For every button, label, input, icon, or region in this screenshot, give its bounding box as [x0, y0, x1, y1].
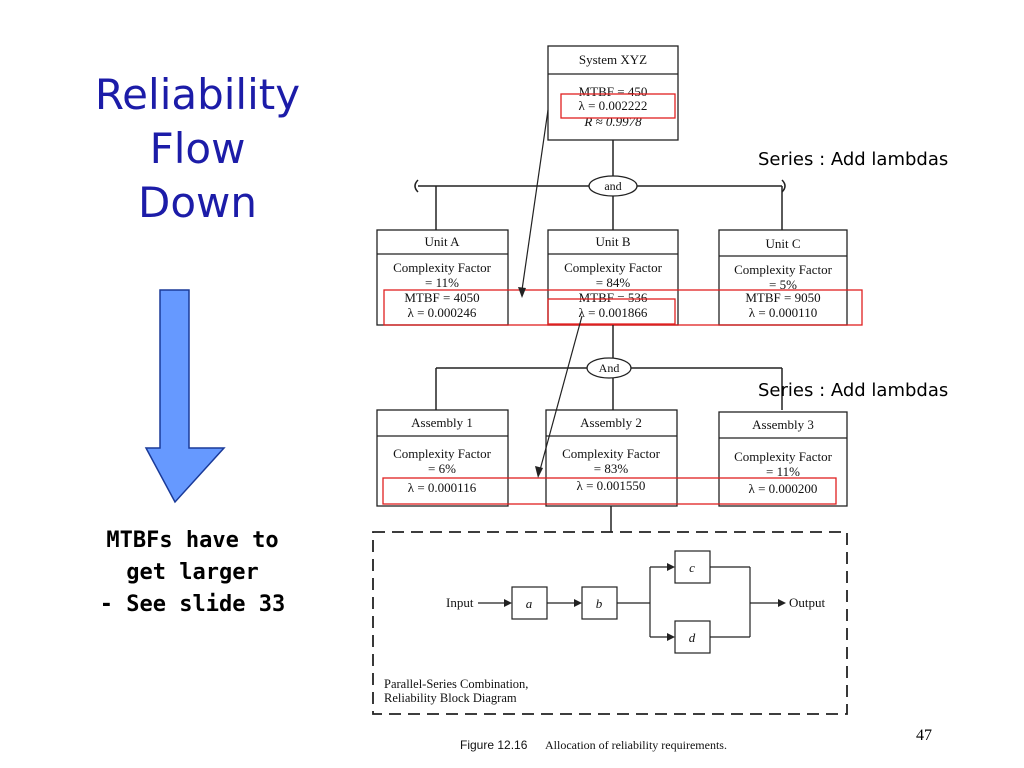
assembly-2-name: Assembly 2	[580, 415, 642, 430]
assembly-3-name: Assembly 3	[752, 417, 814, 432]
assembly-3-cf-value: = 11%	[766, 464, 800, 479]
block-c-label: c	[689, 560, 695, 575]
unit-b-cf: Complexity Factor	[564, 260, 663, 275]
unit-a-mtbf: MTBF = 4050	[404, 290, 479, 305]
unit-a-cf: Complexity Factor	[393, 260, 492, 275]
note-line: - See slide 33	[99, 592, 286, 617]
and-label-2: And	[599, 361, 620, 375]
title-line: Flow	[149, 124, 246, 173]
assembly-1-name: Assembly 1	[411, 415, 473, 430]
unit-b-lambda: λ = 0.001866	[579, 305, 648, 320]
arrowhead-icon	[778, 599, 786, 607]
and-label: and	[604, 179, 621, 193]
block-diagram-frame	[372, 531, 848, 715]
arrowhead-icon	[504, 599, 512, 607]
note-line: get larger	[126, 560, 259, 585]
assembly-3-box	[718, 411, 848, 507]
assembly-3-cf: Complexity Factor	[734, 449, 833, 464]
flow-arrowhead-icon	[518, 287, 526, 298]
unit-c-cf: Complexity Factor	[734, 262, 833, 277]
figure-number: Figure 12.16	[460, 738, 528, 752]
unit-a-lambda: λ = 0.000246	[408, 305, 477, 320]
block-d-label: d	[689, 630, 696, 645]
block-b-label: b	[596, 596, 603, 611]
unit-b-mtbf: MTBF = 536	[579, 290, 648, 305]
assembly-2-cf-value: = 83%	[594, 461, 629, 476]
series-label-2: Series : Add lambdas	[758, 380, 949, 401]
and-connector	[588, 175, 638, 197]
down-arrow-icon	[144, 289, 226, 504]
assembly-2-lambda: λ = 0.001550	[577, 478, 646, 493]
block-a-label: a	[526, 596, 533, 611]
system-r: R ≈ 0.9978	[583, 114, 642, 129]
arrowhead-icon	[574, 599, 582, 607]
flow-arrows	[521, 109, 583, 471]
unit-c-cf-value: = 5%	[769, 277, 797, 292]
unit-b-lambda-highlight	[547, 298, 676, 325]
unit-a-name: Unit A	[424, 234, 460, 249]
flow-arrowhead-icon	[535, 466, 543, 478]
title-line: Down	[137, 178, 257, 227]
unit-b-cf-value: = 84%	[596, 275, 631, 290]
arrowhead-icon	[667, 633, 675, 641]
unit-b-name: Unit B	[595, 234, 630, 249]
slide-title: Reliability Flow Down	[60, 68, 335, 230]
units-mtbf-highlight	[383, 289, 863, 326]
and-connector-2	[586, 357, 632, 379]
system-lambda: λ = 0.002222	[579, 98, 648, 113]
unit-c-mtbf: MTBF = 9050	[745, 290, 820, 305]
title-line: Reliability	[94, 70, 301, 119]
assembly-1-box	[376, 409, 509, 507]
block-input-label: Input	[446, 595, 474, 610]
assembly-1-cf: Complexity Factor	[393, 446, 492, 461]
note-line: MTBFs have to	[106, 528, 279, 553]
block-output-label: Output	[789, 595, 826, 610]
block-caption-line: Parallel-Series Combination,	[384, 677, 528, 691]
unit-c-lambda: λ = 0.000110	[749, 305, 817, 320]
unit-c-name: Unit C	[765, 236, 800, 251]
assembly-1-lambda: λ = 0.000116	[408, 480, 477, 495]
page-number: 47	[916, 727, 932, 744]
series-label-1: Series : Add lambdas	[758, 149, 949, 170]
assembly-3-lambda: λ = 0.000200	[749, 481, 818, 496]
assemblies-lambda-highlight	[382, 477, 837, 505]
assembly-2-cf: Complexity Factor	[562, 446, 661, 461]
assembly-1-cf-value: = 6%	[428, 461, 456, 476]
arrowhead-icon	[667, 563, 675, 571]
system-name: System XYZ	[579, 52, 647, 67]
system-lambda-highlight	[560, 93, 676, 119]
block-caption-line: Reliability Block Diagram	[384, 691, 517, 705]
figure-caption-text: Allocation of reliability requirements.	[545, 738, 727, 752]
system-mtbf: MTBF = 450	[579, 84, 648, 99]
mtbf-note: MTBFs have to get larger - See slide 33	[60, 525, 325, 621]
unit-a-cf-value: = 11%	[425, 275, 459, 290]
